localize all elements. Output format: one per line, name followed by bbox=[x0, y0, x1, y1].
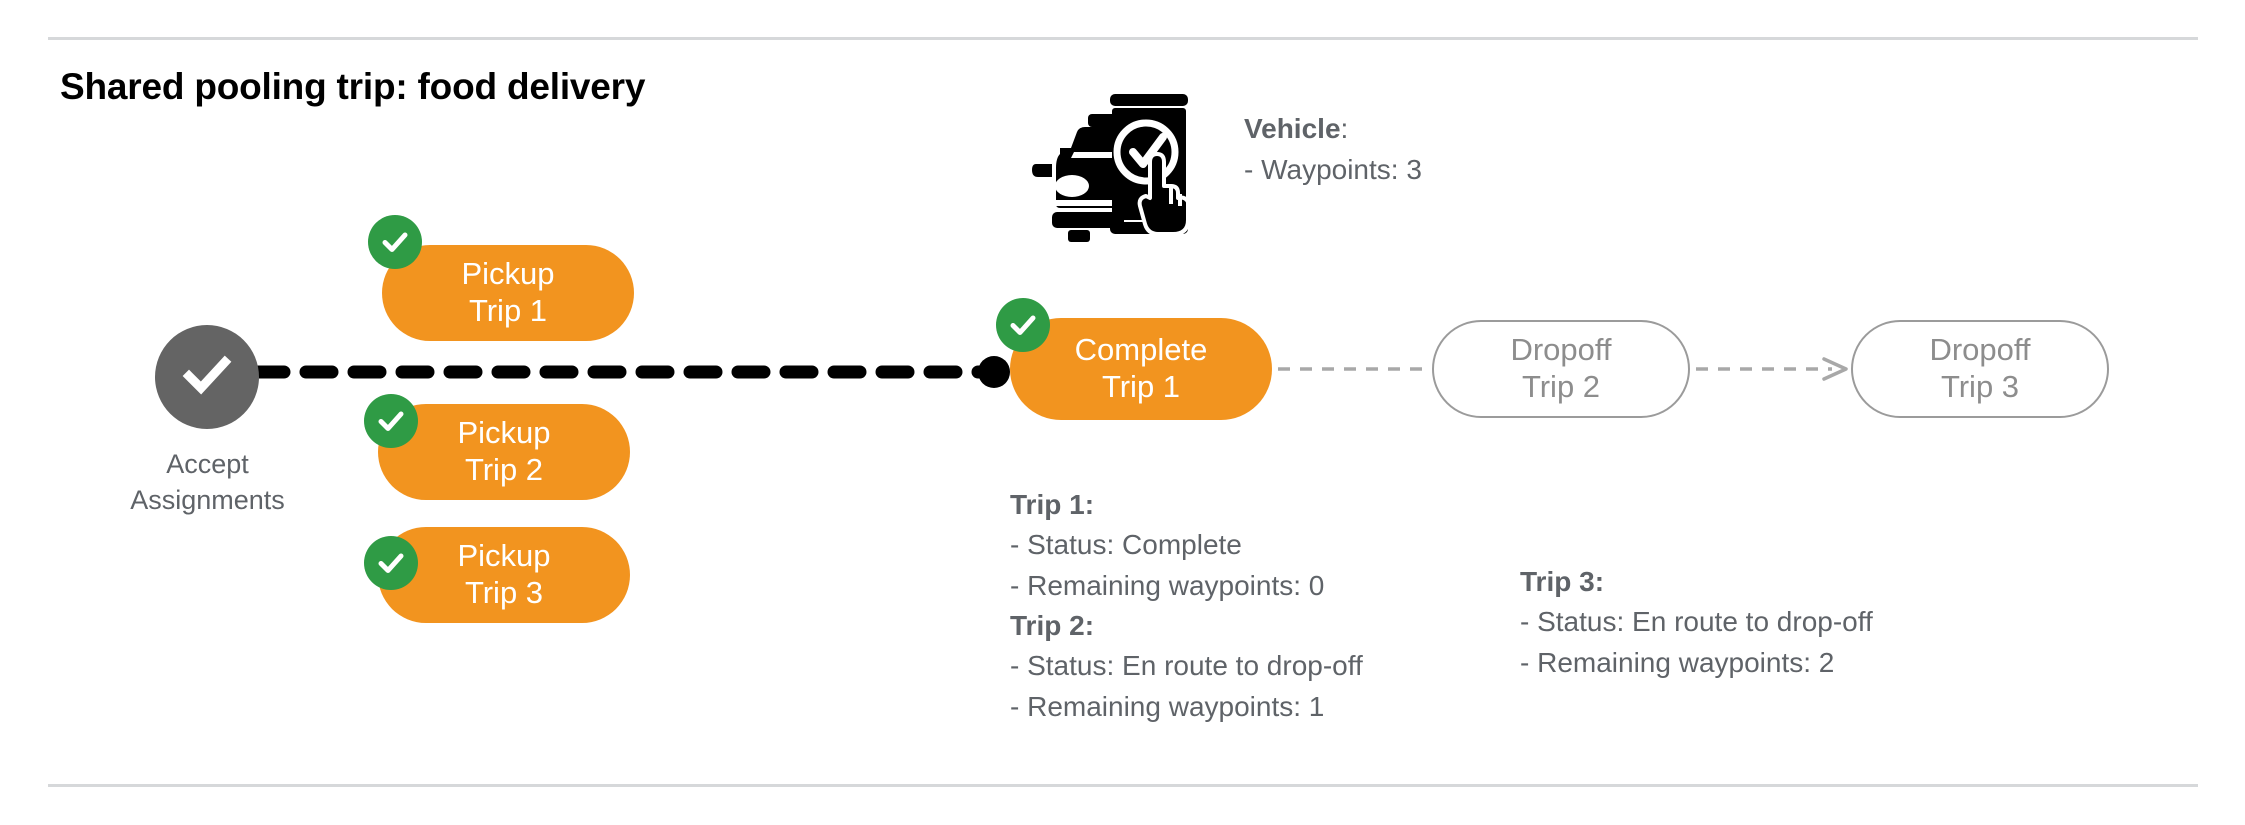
pickup-trip-1-line1: Pickup bbox=[461, 256, 555, 292]
pickup-trip-2-line1: Pickup bbox=[457, 415, 551, 451]
pickup-trip-1-line2: Trip 1 bbox=[468, 293, 548, 328]
complete-trip-1-check-icon bbox=[996, 298, 1050, 352]
vehicle-label-colon: : bbox=[1340, 113, 1349, 144]
pickup-trip-3-check-icon bbox=[364, 536, 418, 590]
trip-2-header: Trip 2: bbox=[1010, 609, 1095, 641]
trip-1-status: - Status: Complete bbox=[1010, 529, 1242, 561]
trip-1-waypoints: - Remaining waypoints: 0 bbox=[1010, 569, 1325, 601]
vehicle-label: Vehicle bbox=[1244, 113, 1341, 144]
trip-details-1-2: Trip 1: - Status: Complete - Remaining w… bbox=[1010, 485, 1363, 727]
accept-label-line1: Accept bbox=[166, 449, 249, 479]
trip-1-header: Trip 1: bbox=[1010, 489, 1095, 520]
bottom-divider bbox=[48, 784, 2198, 787]
complete-trip-1-line2: Trip 1 bbox=[1101, 369, 1181, 404]
pickup-trip-3-line2: Trip 3 bbox=[464, 575, 544, 610]
page-title: Shared pooling trip: food delivery bbox=[60, 66, 646, 107]
dropoff-trip-2-line2: Trip 2 bbox=[1521, 369, 1601, 404]
dropoff-trip-3-node[interactable]: Dropoff Trip 3 bbox=[1851, 320, 2109, 418]
trip-2-waypoints: - Remaining waypoints: 1 bbox=[1010, 690, 1325, 722]
top-divider bbox=[48, 37, 2198, 40]
trip-3-waypoints: - Remaining waypoints: 2 bbox=[1520, 646, 1835, 678]
accept-assignments-label: Accept Assignments bbox=[80, 446, 335, 519]
trip-3-status: - Status: En route to drop-off bbox=[1520, 606, 1873, 638]
pickup-trip-3-line1: Pickup bbox=[457, 538, 551, 574]
route-endpoint-dot bbox=[978, 356, 1010, 388]
vehicle-label-row: Vehicle: bbox=[1244, 108, 1422, 149]
complete-trip-1-line1: Complete bbox=[1074, 332, 1208, 368]
trip-3-header: Trip 3: bbox=[1520, 566, 1605, 597]
pickup-trip-1-check-icon bbox=[368, 215, 422, 269]
dropoff-trip-2-line1: Dropoff bbox=[1510, 332, 1612, 368]
dropoff-trip-2-node[interactable]: Dropoff Trip 2 bbox=[1432, 320, 1690, 418]
dropoff-trip-3-line1: Dropoff bbox=[1929, 332, 2031, 368]
pickup-trip-3-node[interactable]: Pickup Trip 3 bbox=[378, 527, 630, 623]
vehicle-waypoints-line: - Waypoints: 3 bbox=[1244, 154, 1422, 186]
pickup-trip-2-node[interactable]: Pickup Trip 2 bbox=[378, 404, 630, 500]
pickup-trip-1-node[interactable]: Pickup Trip 1 bbox=[382, 245, 634, 341]
pickup-trip-2-check-icon bbox=[364, 394, 418, 448]
accept-assignments-node[interactable] bbox=[155, 325, 259, 429]
trip-details-3: Trip 3: - Status: En route to drop-off -… bbox=[1520, 562, 1873, 683]
trip-2-status: - Status: En route to drop-off bbox=[1010, 650, 1363, 682]
vehicle-caption: Vehicle: - Waypoints: 3 bbox=[1244, 108, 1422, 190]
accept-label-line2: Assignments bbox=[130, 485, 285, 516]
check-circle-icon bbox=[175, 343, 239, 412]
pickup-trip-2-line2: Trip 2 bbox=[464, 452, 544, 487]
car-phone-check-icon bbox=[1030, 82, 1200, 242]
dropoff-trip-3-line2: Trip 3 bbox=[1940, 369, 2020, 404]
complete-trip-1-node[interactable]: Complete Trip 1 bbox=[1010, 318, 1272, 420]
